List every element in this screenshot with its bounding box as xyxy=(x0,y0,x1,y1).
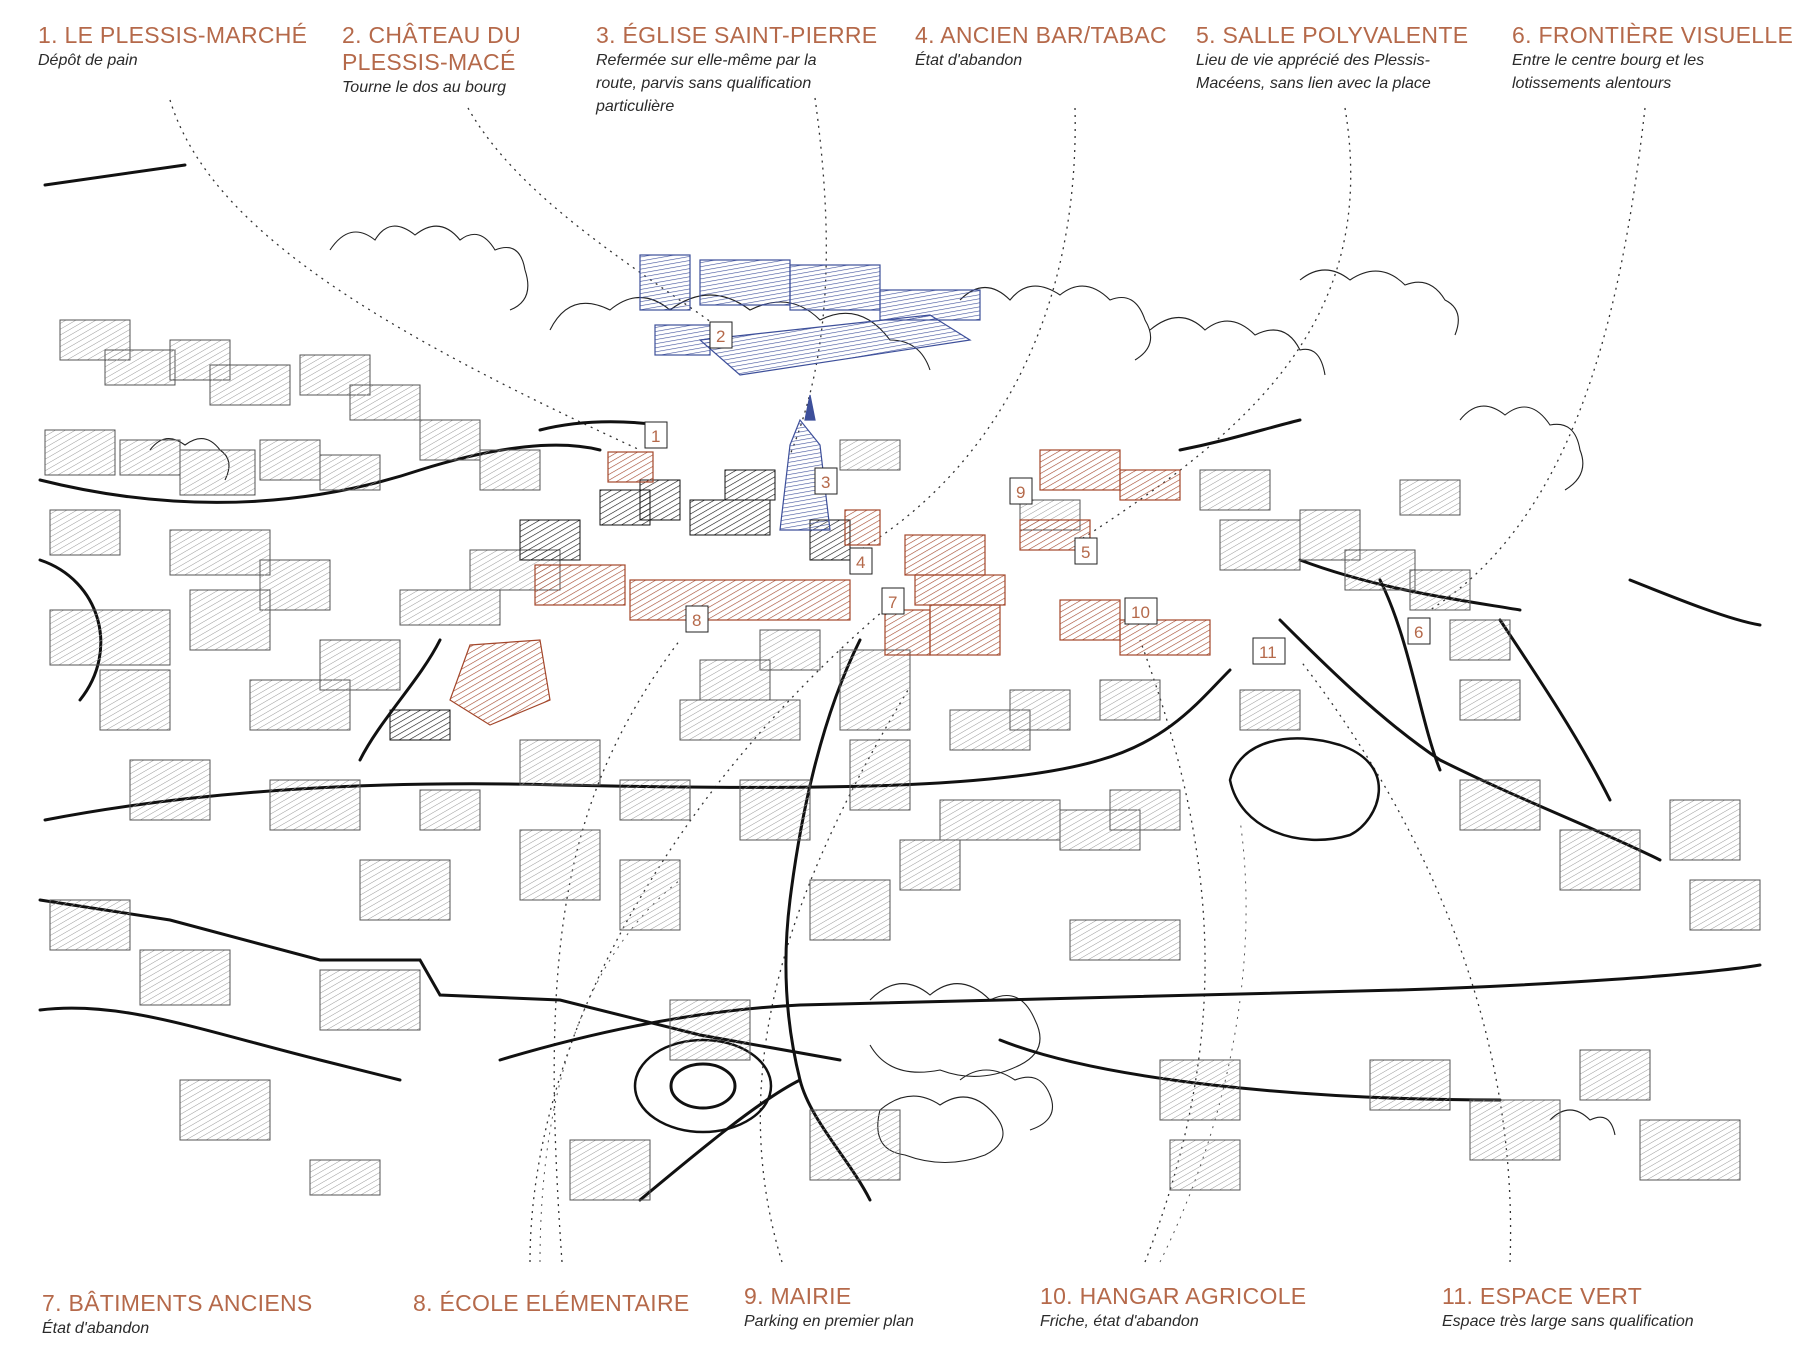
marker-number: 5 xyxy=(1081,543,1090,562)
leader-4 xyxy=(859,107,1076,551)
label-desc: Lieu de vie apprécié des Plessis- Macéen… xyxy=(1196,52,1431,92)
marker-8: 8 xyxy=(685,605,709,633)
label-9: 9. MAIRIE Parking en premier plan xyxy=(744,1283,1004,1333)
label-desc: Entre le centre bourg et les lotissement… xyxy=(1512,52,1705,92)
leader-1 xyxy=(169,99,641,451)
label-desc: Friche, état d'abandon xyxy=(1040,1313,1199,1330)
label-desc: État d'abandon xyxy=(42,1320,150,1337)
marker-number: 11 xyxy=(1259,643,1277,662)
label-6: 6. FRONTIÈRE VISUELLE Entre le centre bo… xyxy=(1512,22,1802,95)
buildings-grey xyxy=(44,319,1761,1201)
label-desc: Parking en premier plan xyxy=(744,1313,914,1330)
marker-number: 6 xyxy=(1414,623,1423,642)
label-title: 4. ANCIEN BAR/TABAC xyxy=(915,22,1167,48)
label-title: 11. ESPACE VERT xyxy=(1442,1283,1643,1309)
label-3: 3. ÉGLISE SAINT-PIERRE Refermée sur elle… xyxy=(596,22,896,118)
marker-number: 8 xyxy=(692,611,701,630)
leader-6 xyxy=(1429,107,1646,611)
label-8: 8. ÉCOLE ELÉMENTAIRE xyxy=(413,1290,713,1317)
label-1: 1. LE PLESSIS-MARCHÉ Dépôt de pain xyxy=(38,22,328,72)
label-5: 5. SALLE POLYVALENTE Lieu de vie appréci… xyxy=(1196,22,1506,95)
marker-1: 1 xyxy=(644,421,668,449)
heritage-blue xyxy=(639,254,981,531)
label-title: 5. SALLE POLYVALENTE xyxy=(1196,22,1469,48)
label-title: 3. ÉGLISE SAINT-PIERRE xyxy=(596,22,878,48)
label-title: 8. ÉCOLE ELÉMENTAIRE xyxy=(413,1290,690,1316)
marker-7: 7 xyxy=(881,587,905,615)
marker-9: 9 xyxy=(1009,477,1033,505)
marker-number: 4 xyxy=(856,553,865,572)
leader-8 xyxy=(553,639,681,1263)
label-desc: Refermée sur elle-même par la route, par… xyxy=(596,52,817,115)
map-markers: 1 2 3 4 5 6 7 8 xyxy=(644,321,1431,665)
label-2: 2. CHÂTEAU DU PLESSIS-MACÉ Tourne le dos… xyxy=(342,22,582,99)
marker-2: 2 xyxy=(709,321,733,349)
green-space-oval xyxy=(1228,737,1381,842)
label-desc: Dépôt de pain xyxy=(38,52,138,69)
label-title: 6. FRONTIÈRE VISUELLE xyxy=(1512,22,1794,48)
label-11: 11. ESPACE VERT Espace très large sans q… xyxy=(1442,1283,1782,1333)
label-title: 1. LE PLESSIS-MARCHÉ xyxy=(38,22,308,48)
marker-5: 5 xyxy=(1074,537,1098,565)
label-title: 10. HANGAR AGRICOLE xyxy=(1040,1283,1307,1309)
leader-11 xyxy=(1299,659,1512,1263)
buildings-red xyxy=(449,449,1211,726)
marker-6: 6 xyxy=(1407,617,1431,645)
buildings-black xyxy=(389,469,851,741)
label-10: 10. HANGAR AGRICOLE Friche, état d'aband… xyxy=(1040,1283,1340,1333)
marker-number: 3 xyxy=(821,473,830,492)
marker-4: 4 xyxy=(849,547,873,575)
marker-11: 11 xyxy=(1252,637,1286,665)
label-desc: Tourne le dos au bourg xyxy=(342,79,506,96)
marker-number: 2 xyxy=(716,327,725,346)
leader-10 xyxy=(1139,639,1206,1263)
label-title: 9. MAIRIE xyxy=(744,1283,852,1309)
marker-number: 10 xyxy=(1131,603,1150,622)
leader-2 xyxy=(467,107,723,331)
marker-number: 1 xyxy=(651,427,660,446)
marker-number: 9 xyxy=(1016,483,1025,502)
label-desc: État d'abandon xyxy=(915,52,1023,69)
marker-3: 3 xyxy=(814,467,838,495)
label-7: 7. BÂTIMENTS ANCIENS État d'abandon xyxy=(42,1290,342,1340)
label-title: 2. CHÂTEAU DU PLESSIS-MACÉ xyxy=(342,22,521,75)
label-4: 4. ANCIEN BAR/TABAC État d'abandon xyxy=(915,22,1185,72)
leader-5 xyxy=(1079,107,1352,541)
marker-number: 7 xyxy=(888,593,897,612)
label-title: 7. BÂTIMENTS ANCIENS xyxy=(42,1290,313,1316)
marker-10: 10 xyxy=(1124,597,1158,625)
label-desc: Espace très large sans qualification xyxy=(1442,1313,1694,1330)
